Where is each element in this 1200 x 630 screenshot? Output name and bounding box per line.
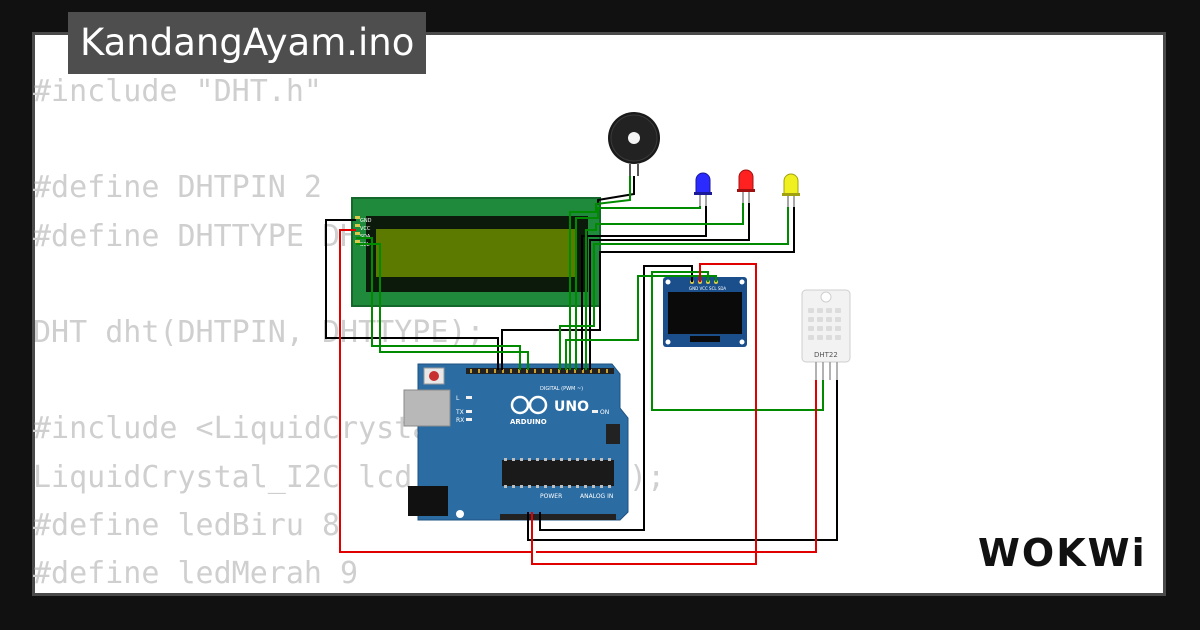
code-line: #define ledMerah 9 <box>33 555 359 591</box>
code-line: #include "DHT.h" <box>33 74 322 109</box>
wokwi-logo: WOKWi <box>978 531 1147 575</box>
lcd-pin-label: GND <box>360 218 372 224</box>
tx-label: TX <box>455 409 464 416</box>
led-red[interactable] <box>737 169 755 203</box>
uno-label: UNO <box>554 399 589 415</box>
wires-red <box>339 229 817 565</box>
led-body <box>783 173 799 196</box>
dht-label: DHT22 <box>814 351 838 359</box>
power-label: POWER <box>540 493 562 500</box>
wokwi-logo-text: WOKWi <box>978 531 1147 575</box>
led-blue[interactable] <box>694 172 712 206</box>
code-line: #define DHTPIN 2 <box>33 170 322 206</box>
project-title: KandangAyam.ino <box>68 12 427 74</box>
l-label: L <box>456 395 460 402</box>
digital-label: DIGITAL (PWM ~) <box>540 386 583 392</box>
analog-label: ANALOG IN <box>580 493 613 500</box>
code-line: #define ledBiru 8 <box>33 507 341 543</box>
wires-black <box>325 176 838 541</box>
led-yellow[interactable] <box>782 173 800 207</box>
code-line: DHT dht(DHTPIN, DHTTYPE); <box>33 314 485 350</box>
on-label: ON <box>600 409 609 416</box>
oled-pin-label: GND VCC SCL SDA <box>689 286 726 291</box>
arduino-uno[interactable]: DIGITAL (PWM ~) L TX RX UNO ARDUINO ON P… <box>403 363 629 521</box>
oled-display[interactable]: GND VCC SCL SDA <box>663 277 747 347</box>
arduino-infinity-logo <box>510 395 548 415</box>
led-body <box>738 169 754 192</box>
lcd-pin-label: VCC <box>360 226 371 232</box>
led-body <box>695 172 711 195</box>
wires-green <box>356 176 824 411</box>
lcd-display[interactable]: GND VCC SDA SCL <box>351 197 601 307</box>
dht22-sensor[interactable]: DHT22 <box>801 289 851 380</box>
arduino-brand: ARDUINO <box>510 418 547 426</box>
buzzer[interactable] <box>608 112 660 176</box>
rx-label: RX <box>456 417 464 424</box>
